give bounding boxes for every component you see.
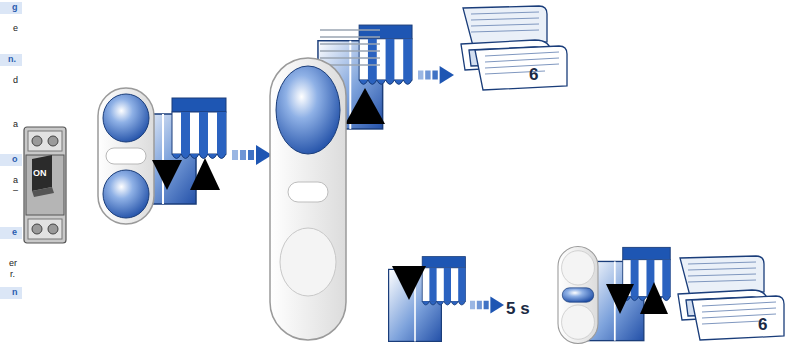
page-edge-text: a (13, 120, 18, 129)
page-edge-text: n (12, 288, 18, 297)
page-edge-text: n. (8, 55, 16, 64)
up-down-triangles (606, 282, 668, 314)
manual-page-outline (455, 2, 569, 94)
page-edge-text: e (12, 228, 17, 237)
page-edge-text: er (9, 259, 17, 268)
remote-stop-button (558, 246, 598, 343)
page-edge-text: r. (10, 270, 15, 279)
manual-page: 6 (672, 252, 786, 344)
manual-page: 6 (455, 2, 569, 94)
page-edge-bands (0, 2, 22, 299)
page-edge-text: a (13, 176, 18, 185)
page-edge-text: d (13, 76, 18, 85)
page-edge-text: – (13, 186, 18, 195)
page-edge-text: e (13, 24, 18, 33)
page-edge-text: g (12, 3, 18, 12)
duration-label: 5 s (506, 300, 530, 317)
switch-label: ON (33, 169, 47, 178)
flow-arrow (418, 66, 454, 84)
flow-arrow (470, 297, 504, 314)
manual-page-outline (672, 252, 786, 344)
page-edge-text: o (12, 155, 18, 164)
circuit-breaker: ON (22, 125, 68, 245)
remote-control (98, 88, 154, 224)
window-down (389, 257, 466, 342)
page-number: 6 (529, 66, 538, 83)
page-number: 6 (758, 316, 767, 333)
large-remote (270, 58, 346, 340)
flow-arrow (232, 145, 272, 165)
circuit-breaker-outline (22, 125, 68, 245)
up-down-triangles (152, 158, 220, 190)
